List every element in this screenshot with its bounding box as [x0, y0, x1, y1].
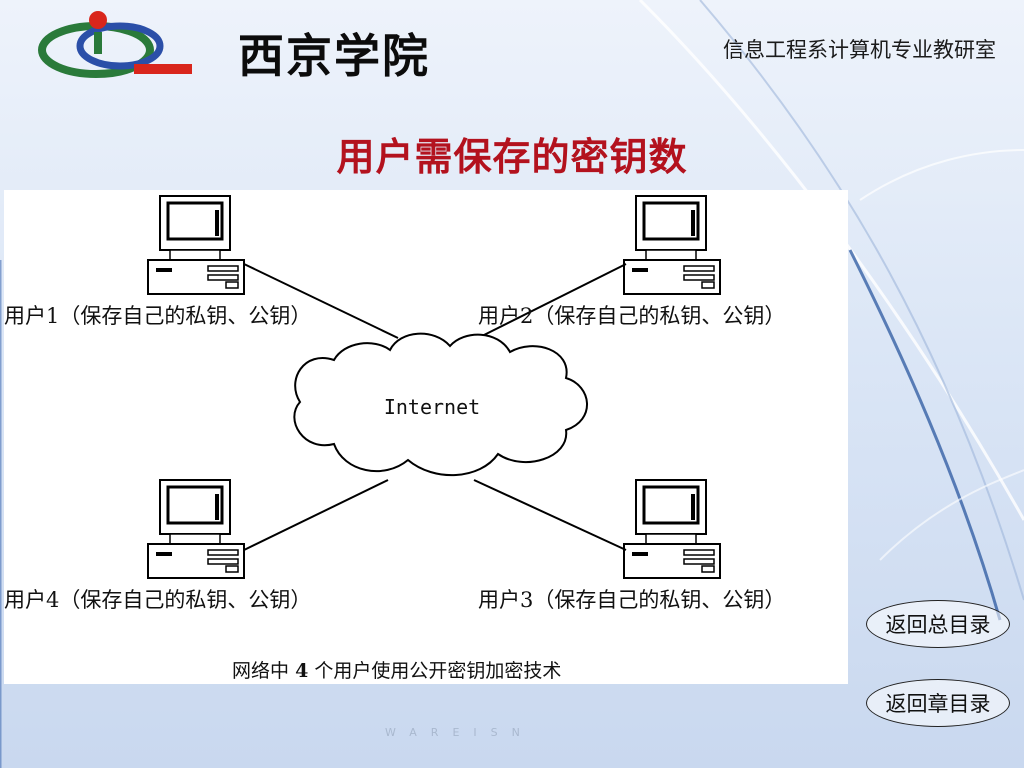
internet-cloud-icon — [293, 332, 588, 477]
link-user4 — [243, 479, 389, 551]
logo-emblem-icon — [38, 11, 192, 78]
network-diagram: Internet 用户1（保存自己的私钥、公钥） 用户2（保存自己的私钥、公钥）… — [4, 190, 848, 684]
caption-prefix: 网络中 — [232, 660, 290, 682]
link-user1 — [243, 263, 399, 339]
user1-label: 用户1（保存自己的私钥、公钥） — [4, 304, 312, 328]
user3-label: 用户3（保存自己的私钥、公钥） — [478, 588, 786, 612]
computer-icon-user2 — [622, 194, 722, 296]
diagram-graphics: Internet — [146, 194, 722, 580]
computer-icon-user4 — [146, 478, 246, 580]
caption-count: 4 — [295, 660, 309, 682]
school-name: 西京学院 — [238, 29, 430, 83]
link-user2 — [477, 263, 627, 339]
internet-label: Internet — [384, 395, 480, 419]
computer-icon-user1 — [146, 194, 246, 296]
department-name: 信息工程系计算机专业教研室 — [723, 38, 996, 62]
slide-title: 用户需保存的密钥数 — [336, 134, 688, 179]
back-to-chapter-contents-button[interactable]: 返回章目录 — [866, 679, 1010, 727]
user2-label: 用户2（保存自己的私钥、公钥） — [478, 304, 786, 328]
computer-icon-user3 — [622, 478, 722, 580]
link-user3 — [473, 479, 627, 551]
user4-label: 用户4（保存自己的私钥、公钥） — [4, 588, 312, 612]
figure-caption: 网络中 4 个用户使用公开密钥加密技术 — [232, 656, 561, 683]
school-logo: 西京学院 — [38, 6, 428, 83]
back-to-main-contents-button[interactable]: 返回总目录 — [866, 600, 1010, 648]
caption-suffix: 个用户使用公开密钥加密技术 — [314, 660, 562, 682]
watermark: WAREISN — [385, 726, 534, 739]
